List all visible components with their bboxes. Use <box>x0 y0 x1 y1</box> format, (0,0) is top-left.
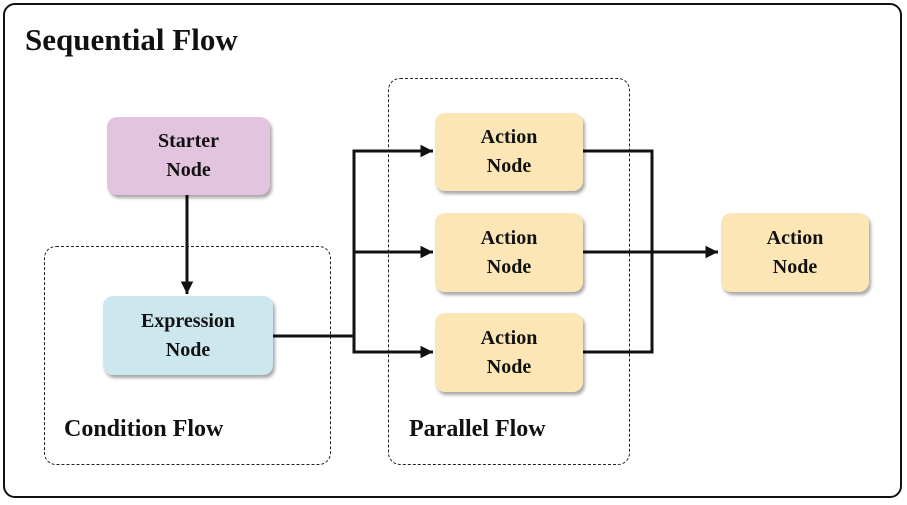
action-node-bottom-line2: Node <box>486 355 532 378</box>
action-node-bottom-line1: Action <box>480 326 538 349</box>
starter-node[interactable]: Starter Node <box>107 117 270 195</box>
action-node-top-line1: Action <box>480 126 538 148</box>
action-node-middle-line2: Node <box>486 255 532 278</box>
action-node-middle[interactable]: Action Node <box>435 213 583 292</box>
action-node-final-line1: Action <box>766 226 824 249</box>
sequential-flow-container <box>3 3 902 498</box>
parallel-flow-label: Parallel Flow <box>409 416 546 442</box>
expression-node-line2: Node <box>165 338 211 361</box>
edge-expression-to-action-bottom <box>352 336 433 359</box>
action-node-final[interactable]: Action Node <box>721 213 869 292</box>
parallel-flow-group <box>388 78 630 465</box>
expression-node-line1: Expression <box>140 309 236 332</box>
expression-node[interactable]: Expression Node <box>103 296 273 375</box>
action-node-bottom[interactable]: Action Node <box>435 313 583 392</box>
edge-expression-to-parallel <box>273 144 433 338</box>
diagram-title: Sequential Flow <box>25 22 238 57</box>
action-node-final-line2: Node <box>772 255 818 278</box>
action-node-middle-line1: Action <box>480 226 538 249</box>
action-node-top-line2: Node <box>486 155 532 177</box>
starter-node-line2: Node <box>166 159 211 181</box>
action-node-top[interactable]: Action Node <box>435 113 583 191</box>
condition-flow-label: Condition Flow <box>64 416 224 442</box>
starter-node-line1: Starter <box>157 130 220 152</box>
